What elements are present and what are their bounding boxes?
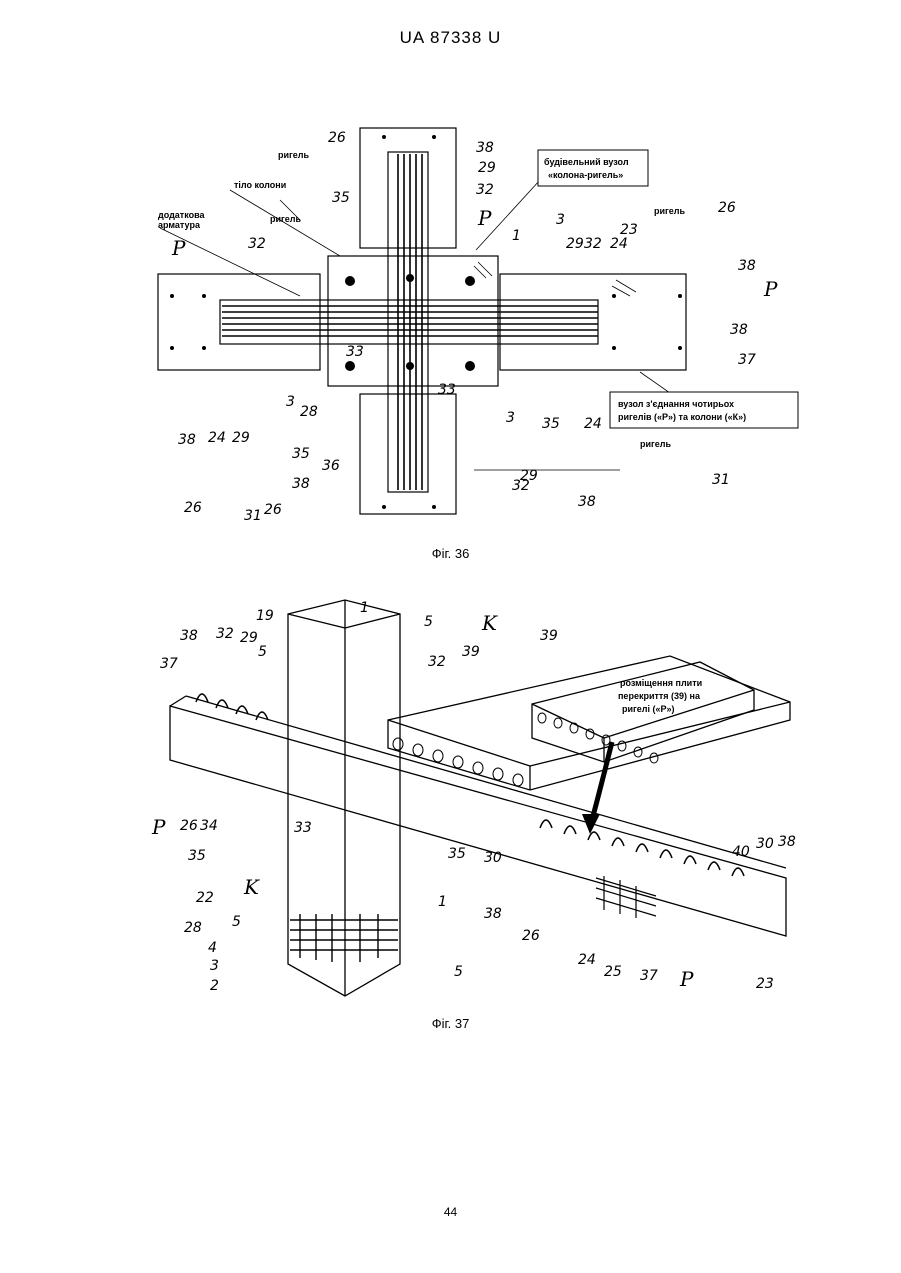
stirrups: [196, 694, 744, 876]
ref-numeral: 37: [160, 656, 178, 672]
ref-numeral: 22: [196, 890, 214, 906]
ref-numeral: 33: [294, 820, 312, 836]
ref-numeral: 24: [578, 952, 596, 968]
slab-holes: [393, 713, 658, 786]
label-slab-2: перекриття (39) на: [618, 691, 701, 701]
ref-numeral: 39: [540, 628, 558, 644]
ref-numeral: 23: [756, 976, 774, 992]
label-P-right: P: [679, 967, 694, 991]
ref-numeral: 1: [438, 894, 447, 910]
page-number: 44: [0, 1205, 901, 1219]
ref-numeral: 32: [216, 626, 234, 642]
ref-numeral: 35: [448, 846, 466, 862]
ref-numeral: 5: [454, 964, 463, 980]
ref-numeral: 28: [184, 920, 202, 936]
ref-numeral: 32: [428, 654, 446, 670]
ref-numeral: 37: [640, 968, 658, 984]
ref-numeral: 5: [232, 914, 241, 930]
label-slab-3: ригелі («Р»): [622, 704, 675, 714]
ref-numeral: 5: [258, 644, 267, 660]
ref-numeral: 25: [604, 964, 622, 980]
ref-numeral: 26: [522, 928, 540, 944]
ref-numeral: 4: [208, 940, 217, 956]
ref-numeral: 26: [180, 818, 198, 834]
ref-numeral: 40: [732, 844, 750, 860]
placement-arrow: [592, 742, 612, 820]
beam-p: [170, 706, 786, 936]
figure-37-caption: Фіг. 37: [0, 1016, 901, 1031]
beam-rebar-patch: [596, 876, 656, 918]
ref-numeral: 38: [180, 628, 198, 644]
ref-numeral: 30: [484, 850, 502, 866]
figure-37-drawing: розміщення плити перекриття (39) на риге…: [0, 0, 901, 1020]
ref-numeral: 19: [256, 608, 274, 624]
ref-numeral: 35: [188, 848, 206, 864]
ref-numeral: 38: [778, 834, 796, 850]
ref-numeral: 2: [210, 978, 219, 994]
label-slab-1: розміщення плити: [620, 678, 702, 688]
label-K-mid: K: [243, 875, 260, 899]
ref-numeral: 3: [210, 958, 219, 974]
label-K-top: K: [481, 611, 498, 635]
ref-numeral: 39: [462, 644, 480, 660]
ref-numeral: 30: [756, 836, 774, 852]
ref-numeral: 38: [484, 906, 502, 922]
slab-1: [388, 656, 790, 790]
ref-numeral: 29: [240, 630, 258, 646]
column-rebar: [290, 914, 398, 962]
label-P-left: P: [151, 815, 166, 839]
ref-numeral: 34: [200, 818, 218, 834]
ref-numeral: 1: [360, 600, 369, 616]
ref-numeral: 5: [424, 614, 433, 630]
